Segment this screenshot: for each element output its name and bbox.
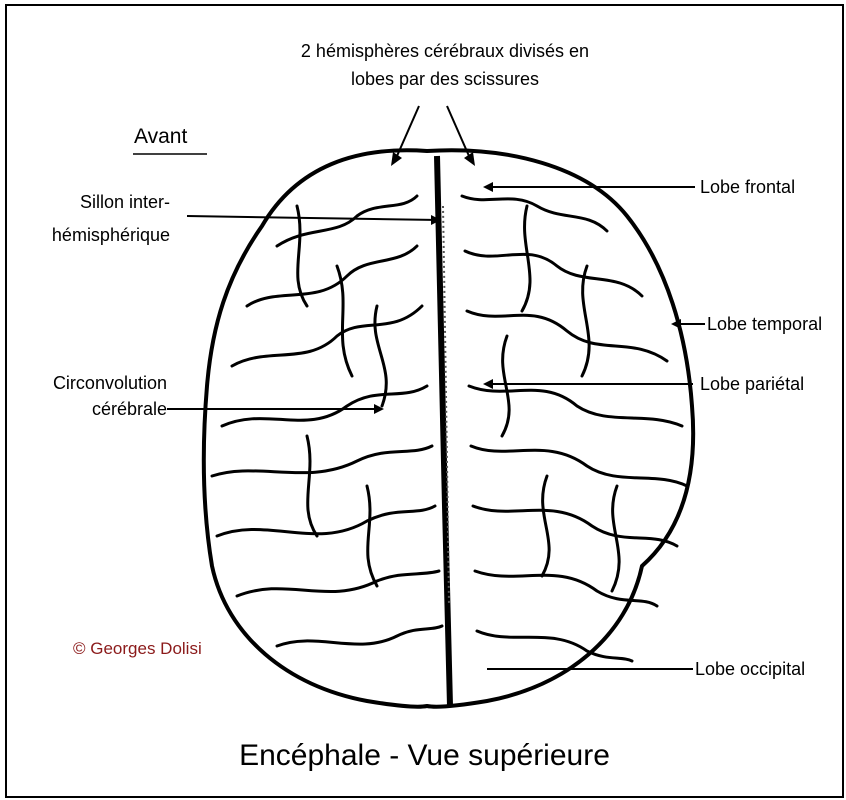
top-note-line1: 2 hémisphères cérébraux divisés en xyxy=(245,40,645,62)
avant-label: Avant xyxy=(134,124,187,150)
lobe-temporal-label: Lobe temporal xyxy=(707,313,822,335)
lobe-frontal-label: Lobe frontal xyxy=(700,176,795,198)
diagram-title: Encéphale - Vue supérieure xyxy=(7,738,842,774)
copyright-text: © Georges Dolisi xyxy=(73,638,202,660)
circonvolution-label-line1: Circonvolution xyxy=(7,372,167,394)
top-note-line2: lobes par des scissures xyxy=(245,68,645,90)
lobe-occipital-label: Lobe occipital xyxy=(695,658,805,680)
sillon-label-line1: Sillon inter- xyxy=(7,191,170,213)
circonvolution-label-line2: cérébrale xyxy=(7,398,167,420)
sillon-label-line2: hémisphérique xyxy=(7,224,170,246)
diagram-frame: 2 hémisphères cérébraux divisés en lobes… xyxy=(5,4,844,798)
lobe-parietal-label: Lobe pariétal xyxy=(700,373,804,395)
